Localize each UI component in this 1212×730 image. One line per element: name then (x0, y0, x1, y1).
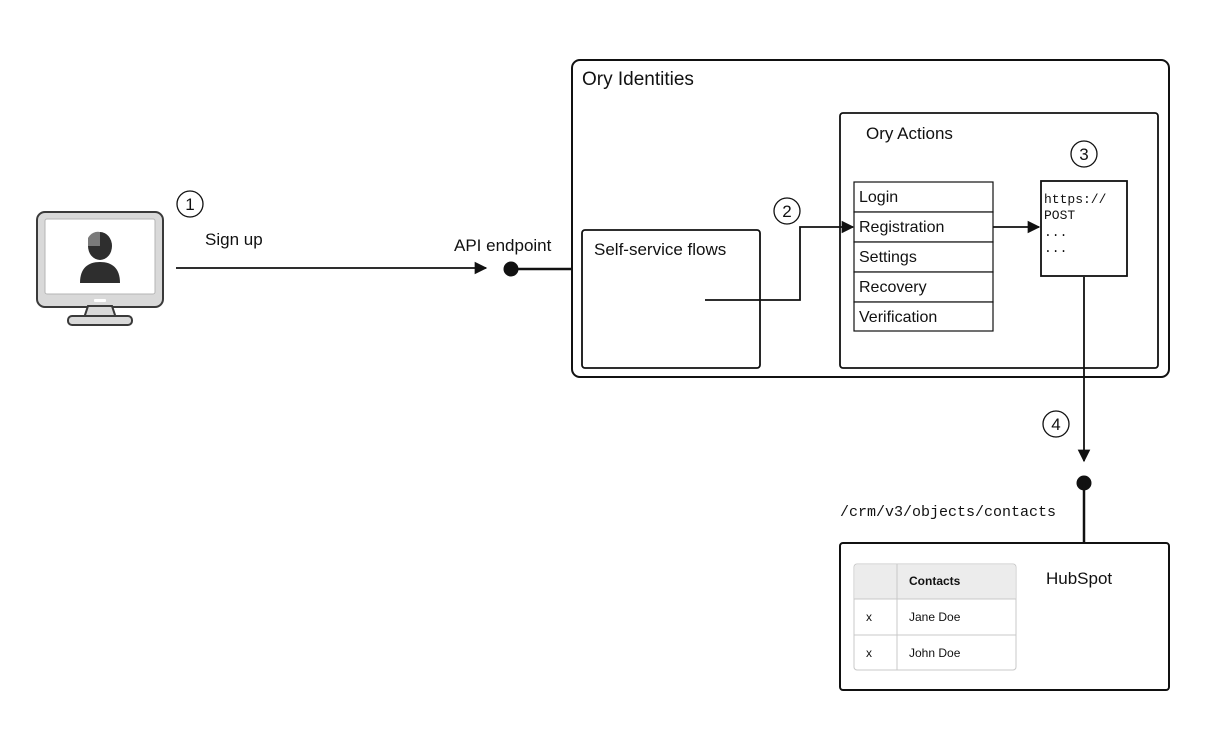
self-service-flows-box (581, 229, 761, 369)
webhook-method-line: POST (1044, 208, 1075, 223)
svg-text:1: 1 (185, 195, 194, 214)
webhook-body-line: ... (1044, 225, 1067, 240)
step-2-badge: 2 (773, 197, 801, 225)
hubspot-box (839, 542, 1170, 691)
flow-item[interactable] (853, 271, 994, 303)
self-service-flows-label: Self-service flows (594, 240, 726, 259)
contacts-column-header: Contacts (909, 574, 961, 588)
step-1-badge: 1 (176, 190, 204, 218)
table-row-name: John Doe (909, 646, 961, 660)
user-monitor-icon (36, 211, 164, 326)
contacts-table: Contacts x Jane Doe x John Doe (853, 563, 1017, 671)
ory-identities-title: Ory Identities (582, 69, 694, 90)
flow-to-registration-arrow (705, 220, 855, 301)
flow-item-label: Recovery (859, 279, 927, 296)
sign-up-label: Sign up (205, 230, 263, 249)
flow-list: Login Registration Settings Recovery Ver… (853, 181, 994, 332)
flow-item-label: Settings (859, 249, 917, 266)
person-silhouette-icon (80, 231, 120, 283)
svg-text:2: 2 (782, 202, 791, 221)
table-row-marker: x (866, 610, 872, 624)
contacts-table-header (855, 565, 1015, 599)
ory-actions-box (839, 112, 1159, 369)
api-endpoint-label: API endpoint (454, 236, 552, 255)
hubspot-title: HubSpot (1046, 569, 1112, 588)
table-row-marker: x (866, 646, 872, 660)
svg-text:4: 4 (1051, 415, 1060, 434)
ory-identities-box (571, 59, 1170, 378)
step-4-badge: 4 (1042, 410, 1070, 438)
flow-item[interactable] (853, 301, 994, 332)
table-row-name: Jane Doe (909, 610, 961, 624)
hubspot-api-path: /crm/v3/objects/contacts (840, 504, 1056, 521)
flow-item-label: Login (859, 189, 898, 206)
webhook-url-line: https:// (1044, 192, 1107, 207)
step-3-badge: 3 (1070, 140, 1098, 168)
flow-item[interactable] (853, 241, 994, 273)
flow-item-label: Registration (859, 219, 944, 236)
svg-text:3: 3 (1079, 145, 1088, 164)
webhook-body-line: ... (1044, 241, 1067, 256)
webhook-box (1040, 180, 1128, 277)
flow-item-label: Verification (859, 309, 937, 326)
ory-actions-title: Ory Actions (866, 124, 953, 143)
